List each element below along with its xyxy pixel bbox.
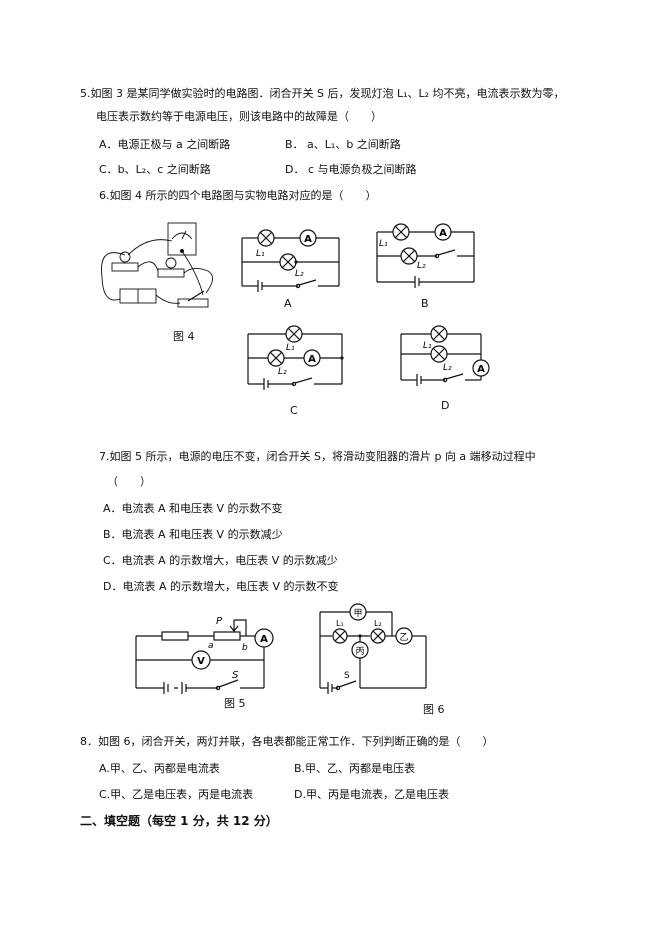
battery-icon bbox=[327, 682, 333, 694]
label-a: a bbox=[208, 641, 214, 651]
label-s: S bbox=[232, 670, 239, 681]
switch-icon bbox=[295, 279, 317, 289]
lamp-l2-icon bbox=[370, 628, 386, 644]
battery-icon bbox=[263, 378, 269, 390]
label-s: S bbox=[344, 671, 350, 681]
rheostat-icon bbox=[213, 631, 241, 641]
ammeter-icon: A bbox=[299, 229, 317, 247]
meter-bing-icon: 丙 bbox=[351, 641, 369, 659]
fig6-caption: 图 6 bbox=[423, 703, 445, 716]
label-l1: L₁ bbox=[379, 239, 388, 249]
q5-stem-line1: 5.如图 3 是某同学做实验时的电路图．闭合开关 S 后，发现灯泡 L₁、L₂ … bbox=[80, 87, 565, 100]
ammeter-icon: A bbox=[254, 628, 274, 648]
lamp-l2-icon bbox=[430, 345, 448, 363]
label-b: b bbox=[242, 643, 248, 653]
label-jia: 甲 bbox=[353, 608, 362, 619]
resistor-icon bbox=[161, 631, 189, 641]
q8-option-c: C.甲、乙是电压表，丙是电流表 bbox=[99, 788, 254, 801]
q5-option-a: A．电源正极与 a 之间断路 bbox=[99, 138, 231, 151]
label-bing: 丙 bbox=[355, 646, 364, 657]
label-yi: 乙 bbox=[399, 632, 408, 643]
meter-jia-icon: 甲 bbox=[349, 603, 367, 621]
label-l2: L₂ bbox=[417, 261, 426, 271]
lamp-l2-icon bbox=[400, 247, 418, 265]
battery-icon bbox=[416, 374, 422, 386]
circuit-b: A L₁ L₂ bbox=[376, 223, 475, 288]
ammeter-label: A bbox=[260, 634, 268, 645]
lamp-l1-icon bbox=[285, 325, 303, 343]
ammeter-icon: A bbox=[472, 359, 490, 377]
q7-answer-paren: （ ） bbox=[107, 475, 151, 488]
label-l2: L₂ bbox=[295, 269, 304, 279]
label-l2: L₂ bbox=[443, 363, 452, 373]
lamp-l1-icon bbox=[257, 229, 275, 247]
circuit-c-label: C bbox=[290, 404, 298, 417]
fig4-caption: 图 4 bbox=[173, 330, 195, 343]
lamp-l1-icon bbox=[392, 223, 410, 241]
switch-icon bbox=[335, 680, 357, 691]
q5-option-c: C．b、L₂、c 之间断路 bbox=[99, 163, 211, 176]
fig5-caption: 图 5 bbox=[224, 697, 246, 710]
lamp-l1-icon bbox=[332, 628, 348, 644]
battery-icon bbox=[163, 682, 187, 694]
lamp-l2-icon bbox=[279, 253, 297, 271]
label-l1: L₁ bbox=[423, 341, 432, 351]
circuit-b-label: B bbox=[421, 297, 429, 310]
ammeter-icon: A bbox=[303, 349, 321, 367]
battery-icon bbox=[414, 276, 420, 288]
q7-stem: 7.如图 5 所示，电源的电压不变，闭合开关 S，将滑动变阻器的滑片 p 向 a… bbox=[99, 450, 536, 463]
battery-icon bbox=[257, 280, 263, 292]
q7-option-a: A．电流表 A 和电压表 V 的示数不变 bbox=[103, 502, 283, 515]
q5-stem-line2: 电压表示数约等于电源电压，则该电路中的故障是（ ） bbox=[96, 110, 382, 123]
circuit-c: A L₁ L₂ bbox=[247, 325, 344, 390]
label-l1: L₁ bbox=[336, 619, 344, 628]
q8-option-b: B.甲、乙、丙都是电压表 bbox=[294, 762, 416, 775]
figure-6-circuit: 甲 乙 L₁ L₂ 丙 S bbox=[319, 603, 427, 694]
ammeter-label: A bbox=[304, 234, 312, 245]
lamp-l2-icon bbox=[267, 349, 285, 367]
switch-icon bbox=[215, 679, 239, 691]
meter-yi-icon: 乙 bbox=[395, 627, 413, 645]
ammeter-label: A bbox=[439, 228, 447, 239]
switch-icon bbox=[442, 373, 464, 383]
q5-option-b: B． a、L₁、b 之间断路 bbox=[285, 138, 401, 151]
q8-stem: 8．如图 6，闭合开关，两灯并联，各电表都能正常工作．下列判断正确的是（ ） bbox=[80, 735, 494, 748]
circuit-a-label: A bbox=[284, 297, 292, 310]
label-p: P bbox=[216, 616, 223, 627]
q7-option-c: C．电流表 A 的示数增大，电压表 V 的示数减少 bbox=[103, 554, 338, 567]
q6-stem: 6.如图 4 所示的四个电路图与实物电路对应的是（ ） bbox=[99, 189, 377, 202]
q5-option-d: D． c 与电源负极之间断路 bbox=[285, 163, 417, 176]
q7-option-b: B．电流表 A 和电压表 V 的示数减少 bbox=[103, 528, 283, 541]
circuit-d-label: D bbox=[441, 399, 450, 412]
label-l2: L₂ bbox=[278, 367, 287, 377]
physical-circuit-figure bbox=[101, 222, 213, 308]
ammeter-icon: A bbox=[434, 223, 452, 241]
q8-option-a: A.甲、乙、丙都是电流表 bbox=[99, 762, 220, 775]
circuit-d: A L₁ L₂ bbox=[400, 325, 490, 386]
q7-option-d: D．电流表 A 的示数增大，电压表 V 的示数不变 bbox=[103, 580, 339, 593]
voltmeter-icon: V bbox=[191, 650, 211, 670]
circuit-a: A L₁ L₂ bbox=[241, 229, 340, 292]
switch-icon bbox=[434, 249, 456, 259]
voltmeter-label: V bbox=[197, 656, 205, 667]
label-l2: L₂ bbox=[374, 619, 382, 628]
q8-option-d: D.甲、丙是电流表，乙是电压表 bbox=[294, 788, 449, 801]
label-l1: L₁ bbox=[256, 249, 265, 259]
switch-icon bbox=[291, 377, 313, 387]
ammeter-label: A bbox=[477, 364, 485, 375]
section-2-title: 二、填空题（每空 1 分，共 12 分） bbox=[80, 814, 278, 828]
lamp-l1-icon bbox=[430, 325, 448, 343]
figure-5-circuit: P a b A V S bbox=[135, 616, 274, 694]
ammeter-label: A bbox=[308, 354, 316, 365]
label-l1: L₁ bbox=[286, 343, 295, 353]
